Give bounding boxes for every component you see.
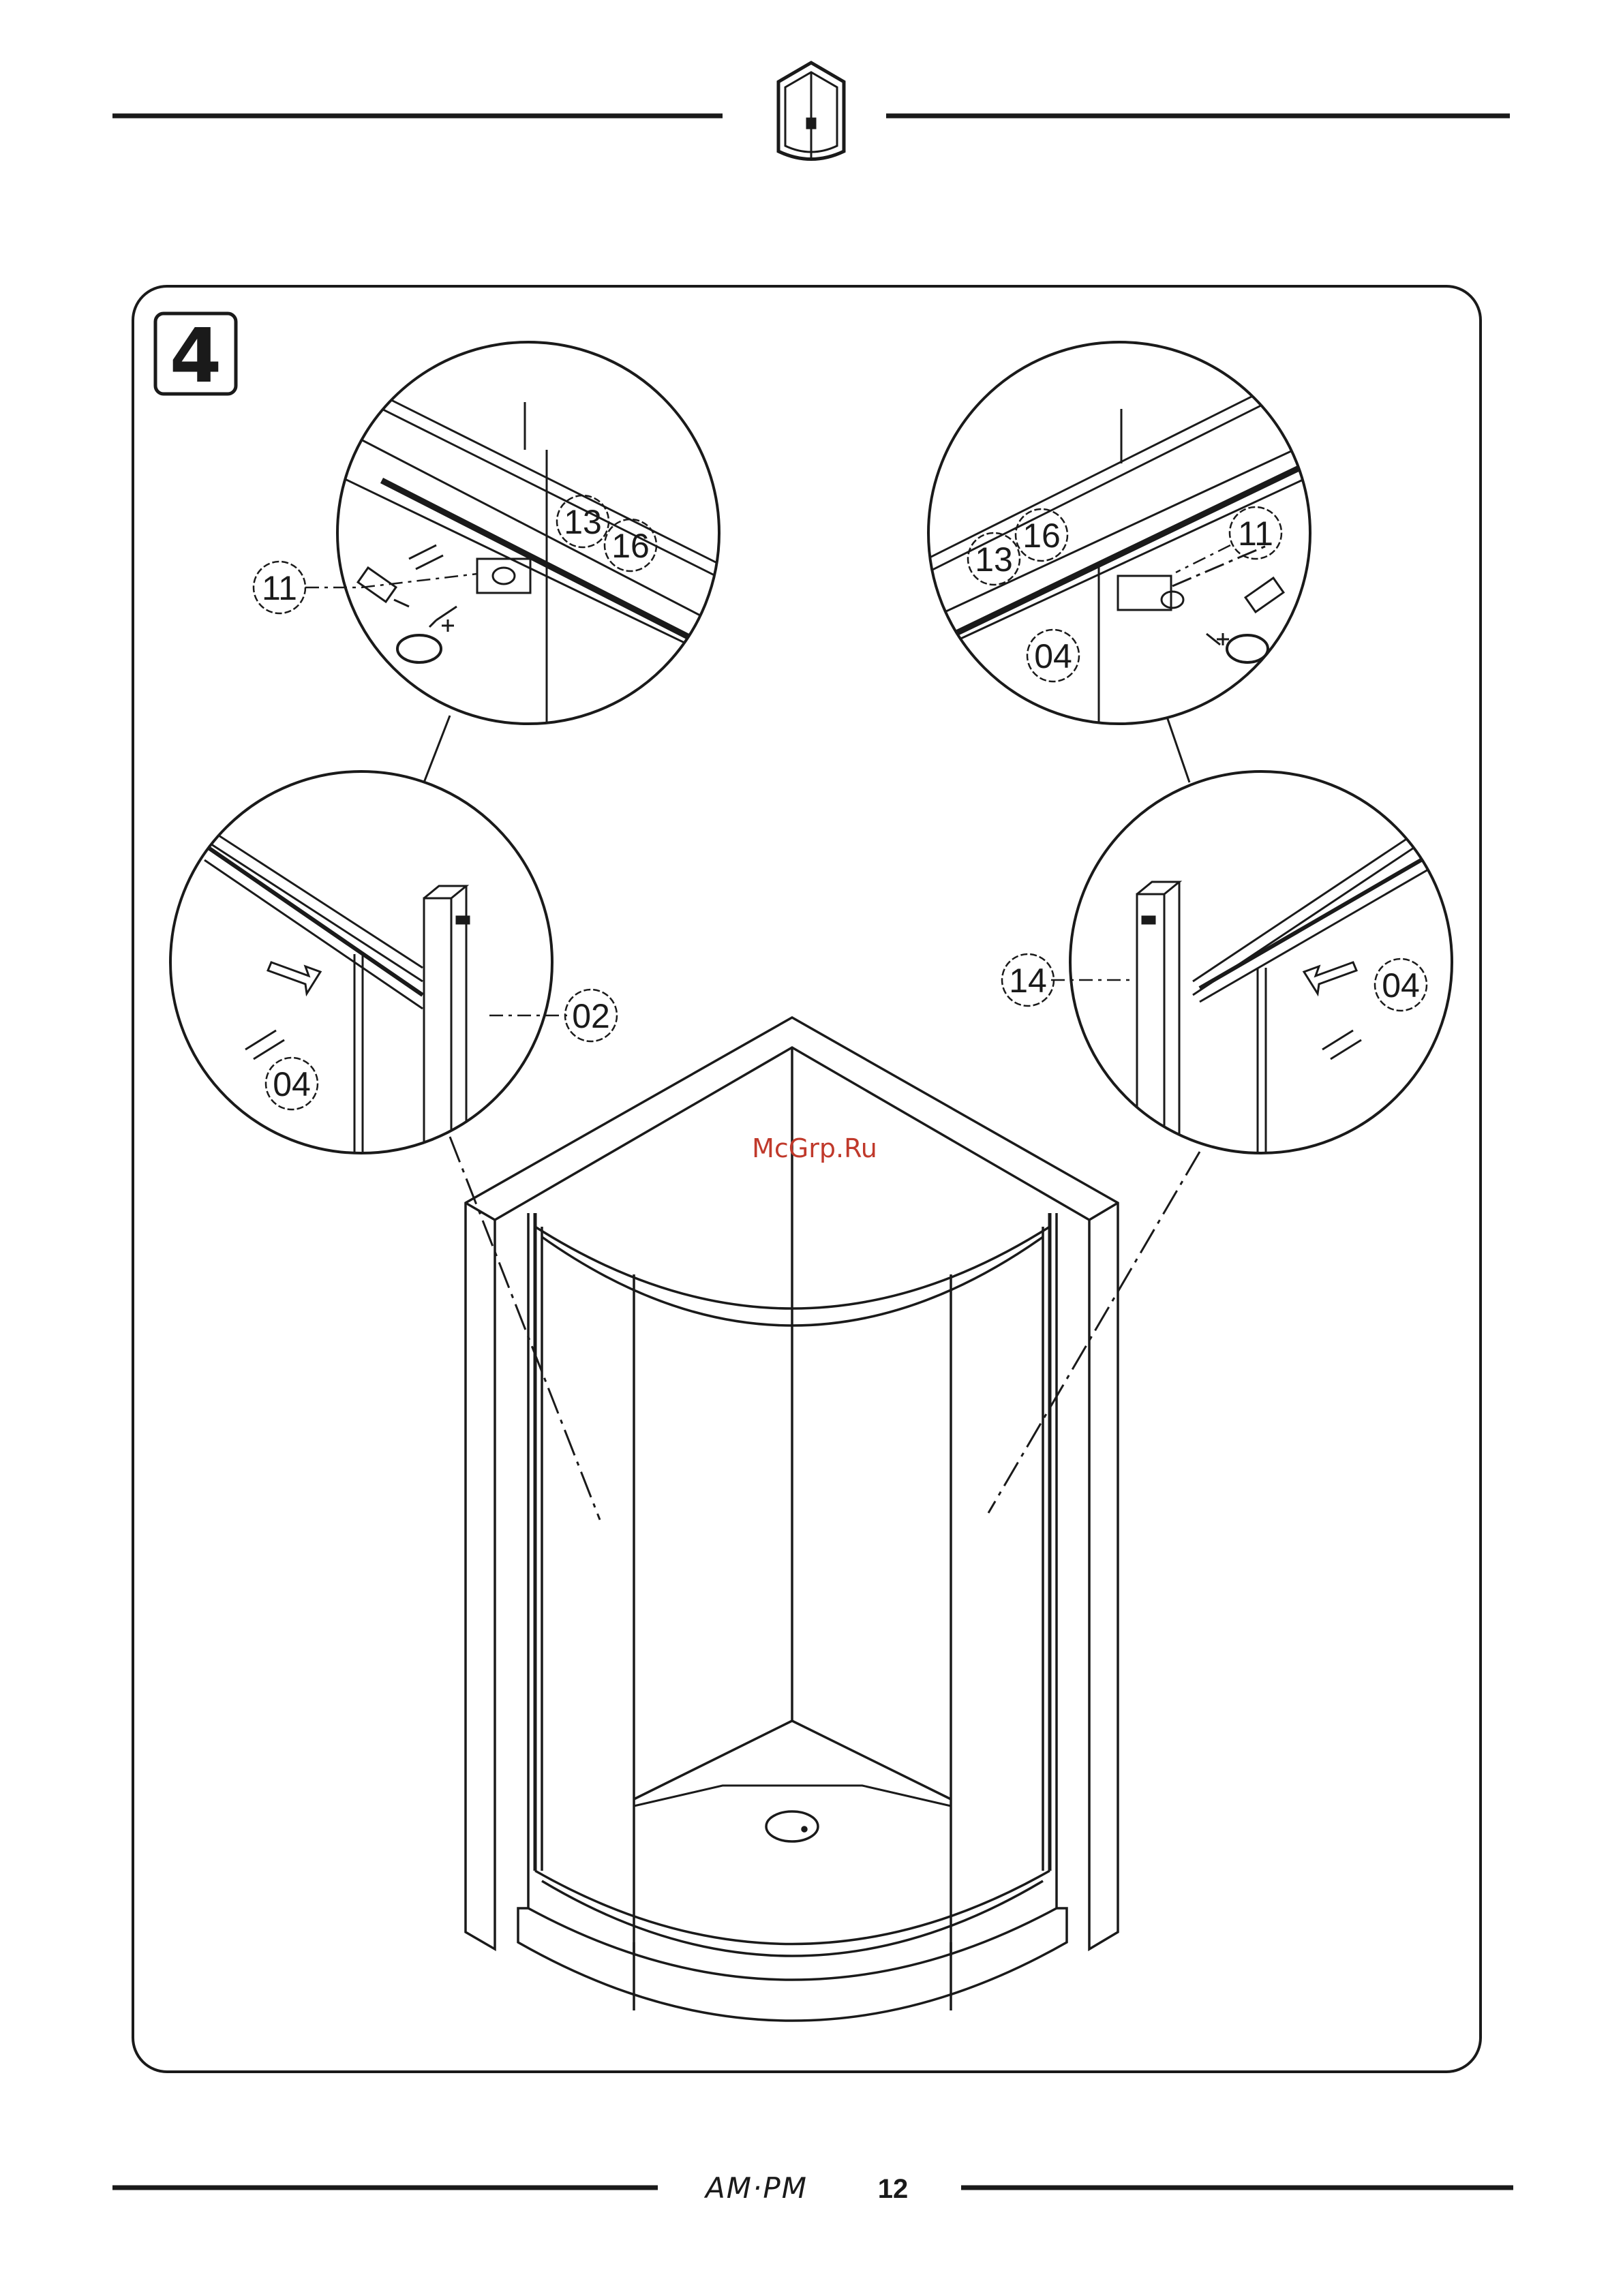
svg-text:04: 04: [1382, 966, 1420, 1005]
callout-13-left: 13: [557, 495, 609, 547]
shower-cabin-icon: [778, 63, 844, 159]
callout-04-middle-right: 04: [1375, 959, 1427, 1011]
svg-text:13: 13: [564, 503, 602, 541]
svg-text:11: 11: [262, 569, 297, 607]
footer: AM·PM 12: [112, 2171, 1513, 2205]
step-frame: [133, 286, 1481, 2072]
callout-13-right: 13: [968, 533, 1020, 585]
detail-circle-outline: [1070, 771, 1452, 1153]
watermark: McGrp.Ru: [752, 1133, 877, 1163]
callout-04-top-right: 04: [1027, 630, 1079, 682]
callout-16-left: 16: [605, 519, 656, 571]
detail-connectors: [424, 716, 1200, 1520]
callout-16-right: 16: [1016, 509, 1067, 561]
header: [112, 63, 1510, 159]
svg-text:04: 04: [1034, 637, 1072, 675]
svg-text:02: 02: [572, 997, 610, 1035]
step-badge: 4: [155, 312, 236, 399]
svg-text:13: 13: [975, 540, 1013, 579]
callout-labels: 11 13 16 13 16 11 04 02: [254, 495, 1427, 1109]
svg-text:16: 16: [611, 527, 650, 565]
detail-circle-top-left: [337, 342, 723, 729]
page-number: 12: [878, 2174, 909, 2204]
detail-circle-middle-left: [170, 771, 552, 1171]
shower-cabin-illustration: [466, 1017, 1118, 2021]
brand-logo: AM·PM: [703, 2171, 808, 2205]
svg-text:04: 04: [273, 1065, 311, 1103]
callout-04-middle-left: 04: [266, 1058, 318, 1109]
svg-text:14: 14: [1009, 962, 1047, 1000]
svg-text:11: 11: [1238, 515, 1273, 553]
callout-14: 14: [1002, 954, 1054, 1006]
detail-circle-outline: [170, 771, 552, 1153]
callout-11-left: 11: [254, 562, 305, 613]
svg-text:16: 16: [1022, 517, 1061, 555]
callout-11-right: 11: [1230, 507, 1281, 559]
step-number: 4: [170, 312, 222, 399]
callout-02: 02: [565, 990, 617, 1041]
detail-circle-outline: [337, 342, 719, 724]
